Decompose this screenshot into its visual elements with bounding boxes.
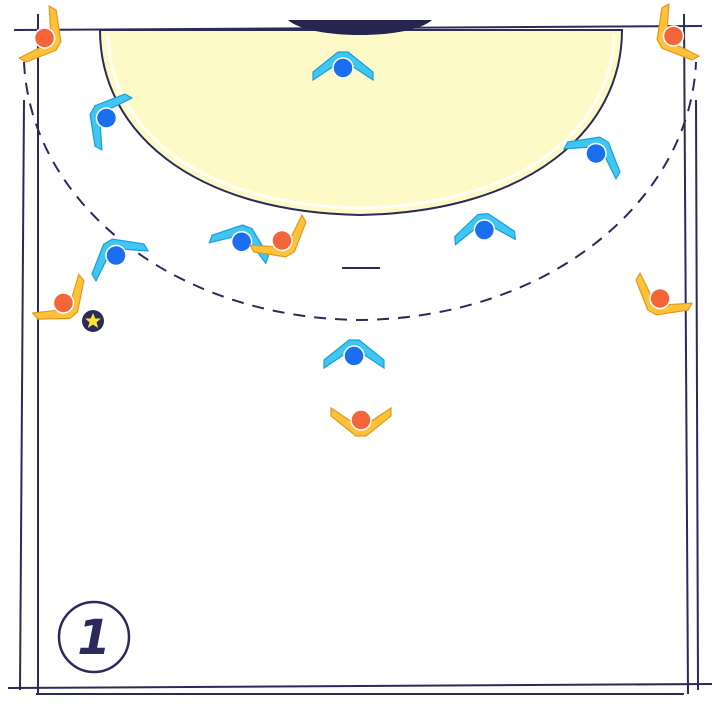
attacker-left-corner[interactable] [18,5,75,73]
diagram-number: 1 [77,610,110,666]
defender-left-center[interactable] [208,215,277,265]
goal-area [98,29,624,217]
goal [288,20,432,35]
star-icon [82,310,104,332]
free-throw-line [23,61,697,322]
goal-area-inner-edge [106,33,616,210]
defender-advanced[interactable] [323,339,385,369]
attacker-center-back[interactable] [330,407,392,437]
diagram-number-badge: 1 [57,600,131,674]
defender-right-center[interactable] [452,210,517,246]
attacker-right-corner[interactable] [643,3,700,71]
defender-left-wing[interactable] [76,83,133,151]
attacker-right-back[interactable] [625,272,693,329]
